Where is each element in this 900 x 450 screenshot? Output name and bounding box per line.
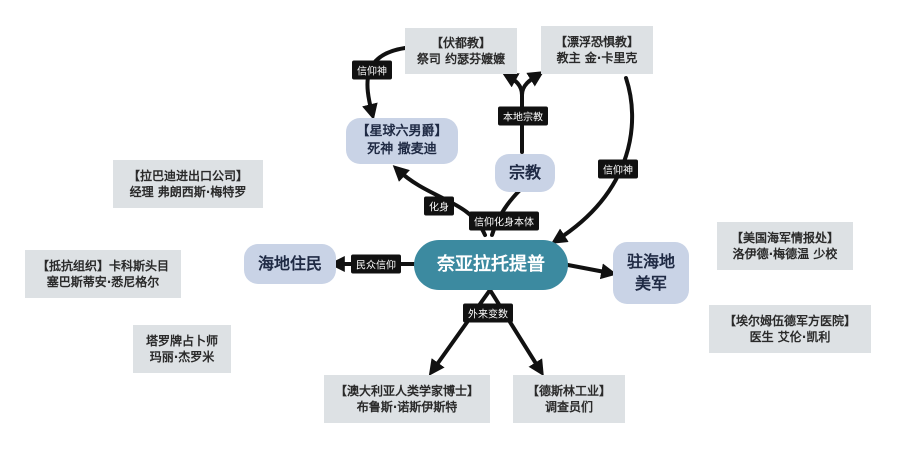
edge-label-local-religion: 本地宗教 xyxy=(498,106,548,126)
voodoo-line-1: 【伏都教】 xyxy=(430,35,491,50)
drift-cult-line-2: 教主 金·卡里克 xyxy=(556,51,638,65)
star-baron-line-2: 死神 撒麦迪 xyxy=(367,142,437,157)
haiti-residents-label: 海地住民 xyxy=(257,254,322,274)
star-baron-node[interactable]: 【星球六男爵】 死神 撒麦迪 xyxy=(346,118,458,164)
us-marines-line-2: 美军 xyxy=(634,274,667,293)
center-label: 奈亚拉托提普 xyxy=(437,253,545,275)
religion-node[interactable]: 宗教 xyxy=(495,154,555,192)
edge-label-external: 外来变数 xyxy=(463,303,513,323)
star-baron-line-1: 【星球六男爵】 xyxy=(356,124,448,140)
us-marines-node[interactable]: 驻海地 美军 xyxy=(613,242,689,304)
edge-label-avatar: 化身 xyxy=(424,196,454,216)
edge-label-belief-avatar: 信仰化身本体 xyxy=(469,211,539,231)
australian-line-2: 布鲁斯·诺斯伊斯特 xyxy=(356,400,458,414)
resistance-node[interactable]: 【抵抗组织】卡科斯头目 塞巴斯蒂安·悉尼格尔 xyxy=(25,250,181,298)
hospital-node[interactable]: 【埃尔姆伍德军方医院】 医生 艾伦·凯利 xyxy=(709,305,871,353)
drift-cult-node[interactable]: 【漂浮恐惧教】 教主 金·卡里克 xyxy=(541,26,653,74)
labadie-node[interactable]: 【拉巴迪进出口公司】 经理 弗朗西斯·梅特罗 xyxy=(113,160,263,208)
resistance-line-2: 塞巴斯蒂安·悉尼格尔 xyxy=(46,275,160,289)
dessling-node[interactable]: 【德斯林工业】 调查员们 xyxy=(513,375,625,423)
edge-label-believe-god-left: 信仰神 xyxy=(352,60,392,80)
edge-religion-to-drift xyxy=(520,71,545,97)
resistance-line-1: 【抵抗组织】卡科斯头目 xyxy=(36,258,169,273)
edge-voodoo-to-star-baron xyxy=(362,46,407,120)
labadie-line-1: 【拉巴迪进出口公司】 xyxy=(127,168,248,183)
edge-label-believe-god-right: 信仰神 xyxy=(598,159,638,179)
dessling-line-2: 调查员们 xyxy=(544,400,593,414)
edge-drift-to-center xyxy=(550,76,635,244)
hospital-line-2: 医生 艾伦·凯利 xyxy=(749,330,831,344)
navy-intel-line-2: 洛伊德·梅德温 少校 xyxy=(732,247,838,261)
religion-label: 宗教 xyxy=(508,163,541,183)
edge-center-to-dessling xyxy=(488,288,544,377)
tarot-line-2: 玛丽·杰罗米 xyxy=(149,350,215,364)
dessling-line-1: 【德斯林工业】 xyxy=(526,383,611,398)
tarot-node[interactable]: 塔罗牌占卜师 玛丽·杰罗米 xyxy=(133,325,231,373)
edge-label-folk-belief: 民众信仰 xyxy=(351,254,401,274)
haiti-residents-node[interactable]: 海地住民 xyxy=(244,244,336,284)
tarot-line-1: 塔罗牌占卜师 xyxy=(145,333,218,348)
australian-node[interactable]: 【澳大利亚人类学家博士】 布鲁斯·诺斯伊斯特 xyxy=(324,375,490,423)
labadie-line-2: 经理 弗朗西斯·梅特罗 xyxy=(129,185,247,199)
edge-center-to-australian xyxy=(428,288,492,376)
drift-cult-line-1: 【漂浮恐惧教】 xyxy=(554,34,639,49)
australian-line-1: 【澳大利亚人类学家博士】 xyxy=(334,383,479,398)
hospital-line-1: 【埃尔姆伍德军方医院】 xyxy=(723,313,856,328)
center-node[interactable]: 奈亚拉托提普 xyxy=(414,240,568,290)
us-marines-line-1: 驻海地 xyxy=(626,252,675,272)
voodoo-line-2: 祭司 约瑟芬嬷嬷 xyxy=(416,52,506,66)
voodoo-node[interactable]: 【伏都教】 祭司 约瑟芬嬷嬷 xyxy=(405,28,517,74)
navy-intel-line-1: 【美国海军情报处】 xyxy=(730,230,839,245)
edge-center-to-marines xyxy=(566,263,618,280)
navy-intel-node[interactable]: 【美国海军情报处】 洛伊德·梅德温 少校 xyxy=(717,222,853,270)
